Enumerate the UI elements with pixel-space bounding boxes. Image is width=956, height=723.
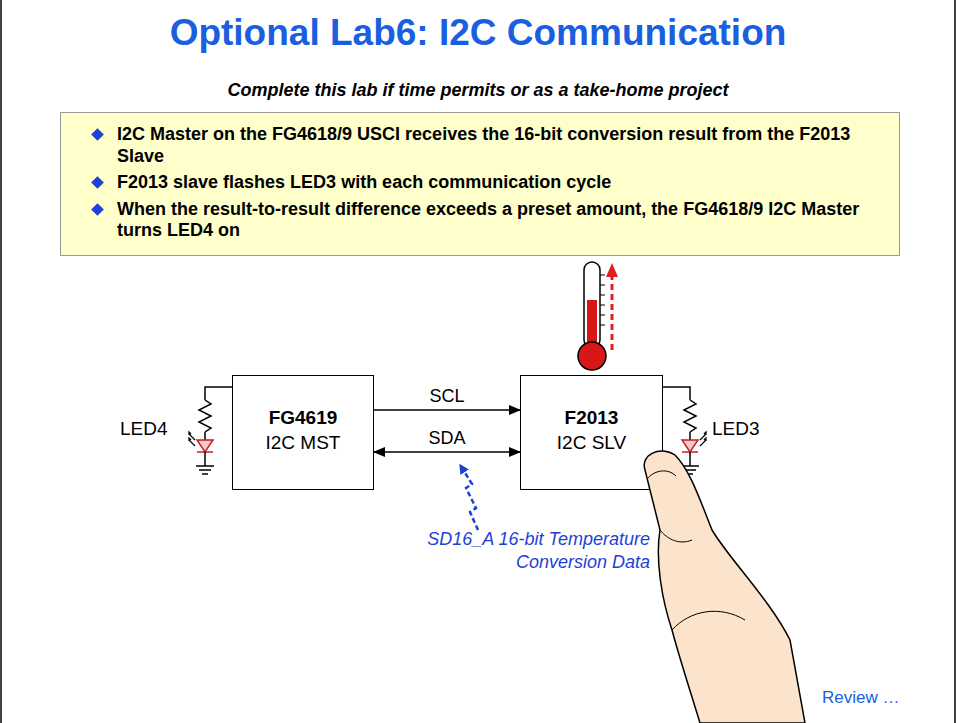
- bullet-text: I2C Master on the FG4618/9 USCI receives…: [117, 124, 850, 166]
- led-label: LED4: [120, 418, 168, 440]
- nav-link: Review …: [822, 688, 899, 708]
- signal-name: SDA: [425, 428, 468, 449]
- chip-box: F2013I2C SLV: [520, 375, 663, 490]
- objective-box: I2C Master on the FG4618/9 USCI receives…: [60, 112, 900, 256]
- data-pointer: [462, 468, 478, 530]
- subtitle: Complete this lab if time permits or as …: [0, 80, 956, 101]
- chip-name: F2013: [521, 406, 662, 431]
- slide-border: [954, 0, 956, 723]
- led-label: LED3: [712, 418, 760, 440]
- bus-line: [374, 409, 520, 411]
- bullet-diamond: [91, 128, 104, 141]
- chip-role: I2C MST: [233, 431, 373, 456]
- chip-name: FG4619: [233, 406, 373, 431]
- chip-role: I2C SLV: [521, 431, 662, 456]
- bullet-diamond: [91, 203, 104, 216]
- bullet-diamond: [91, 176, 104, 189]
- rising-arrow: [611, 270, 614, 350]
- slide-border: [0, 0, 2, 723]
- signal-name: SCL: [426, 386, 467, 407]
- bullet-item: When the result-to-result difference exc…: [87, 199, 879, 242]
- bus-line: [374, 451, 520, 453]
- chip-box: FG4619I2C MST: [232, 375, 374, 490]
- bullet-item: F2013 slave flashes LED3 with each commu…: [87, 172, 879, 194]
- bullet-item: I2C Master on the FG4618/9 USCI receives…: [87, 124, 879, 167]
- bullet-text: When the result-to-result difference exc…: [117, 199, 859, 241]
- bullet-text: F2013 slave flashes LED3 with each commu…: [117, 172, 611, 192]
- led3-circuit: [663, 387, 706, 474]
- slide-title: Optional Lab6: I2C Communication: [0, 12, 956, 54]
- thermometer: [578, 262, 606, 370]
- data-note: SD16_A 16-bit Temperature Conversion Dat…: [380, 528, 650, 573]
- led4-circuit: [189, 387, 232, 474]
